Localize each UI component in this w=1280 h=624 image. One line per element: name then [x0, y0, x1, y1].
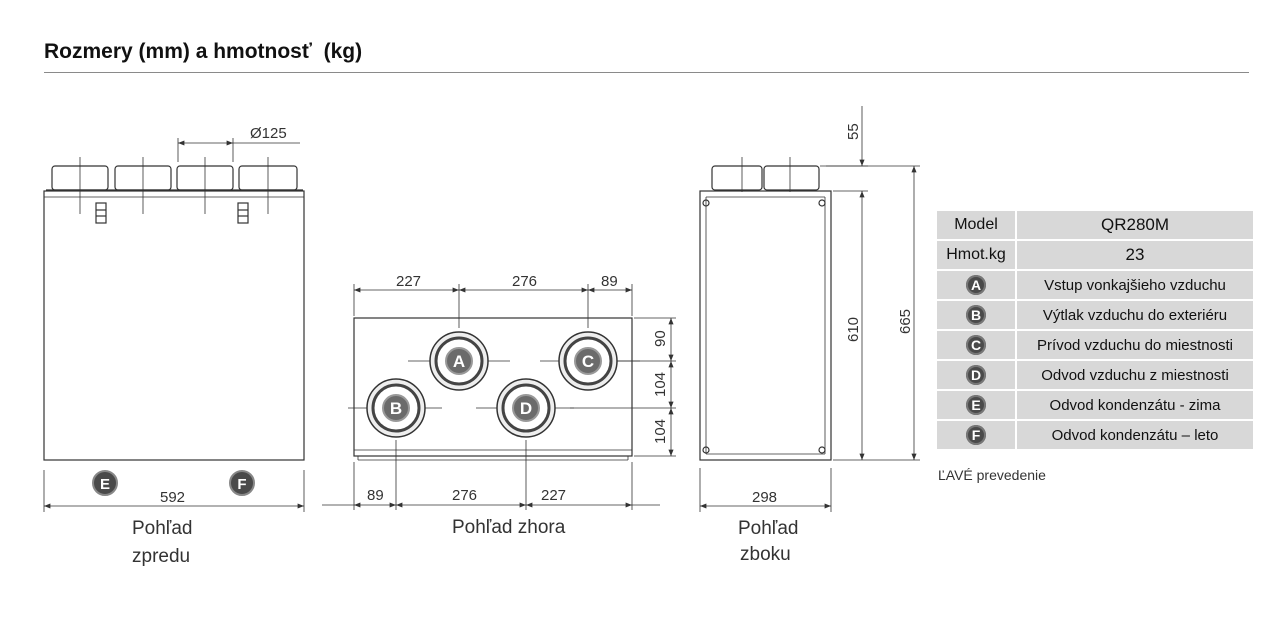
legend-text: Vstup vonkajšieho vzduchu	[1017, 271, 1253, 299]
front-caption-2: zpredu	[132, 546, 190, 567]
front-diameter-label: Ø125	[250, 125, 287, 142]
top-port-c: C	[558, 331, 618, 391]
front-view	[43, 138, 305, 512]
front-caption-1: Pohľad	[132, 518, 192, 539]
side-dim-total: 665	[897, 309, 914, 334]
top-port-d: D	[496, 378, 556, 438]
top-dim-1: 227	[396, 273, 421, 290]
legend-row-e: E Odvod kondenzátu - zima	[937, 391, 1253, 419]
legend-row-b: B Výtlak vzduchu do exteriéru	[937, 301, 1253, 329]
bottom-dim-1: 89	[367, 487, 384, 504]
front-port-f-badge: F	[229, 470, 255, 496]
svg-text:C: C	[582, 352, 594, 371]
page-title: Rozmery (mm) a hmotnosť (kg)	[44, 40, 363, 63]
top-dim-2: 276	[512, 273, 537, 290]
right-dim-3: 104	[652, 419, 669, 444]
top-port-a: A	[429, 331, 489, 391]
top-caption: Pohľad zhora	[452, 517, 566, 538]
side-view	[699, 106, 920, 512]
svg-text:D: D	[520, 399, 532, 418]
top-dim-3: 89	[601, 273, 618, 290]
bottom-dim-3: 227	[541, 487, 566, 504]
port-badge: E	[966, 395, 986, 415]
front-port-e-badge: E	[92, 470, 118, 496]
legend-row-f: F Odvod kondenzátu – leto	[937, 421, 1253, 449]
svg-text:A: A	[453, 352, 465, 371]
spec-key: Model	[937, 211, 1015, 239]
variant-note: ĽAVÉ prevedenie	[938, 467, 1046, 483]
bottom-dim-2: 276	[452, 487, 477, 504]
side-caption-2: zboku	[740, 544, 791, 565]
top-body	[353, 317, 633, 457]
port-badge: B	[966, 305, 986, 325]
legend-row-c: C Prívod vzduchu do miestnosti	[937, 331, 1253, 359]
svg-text:E: E	[100, 476, 110, 493]
side-dim-top: 55	[845, 123, 862, 140]
spec-value: 23	[1017, 241, 1253, 269]
spec-table: Model QR280M Hmot.kg 23 A Vstup vonkajši…	[935, 209, 1255, 451]
legend-row-a: A Vstup vonkajšieho vzduchu	[937, 271, 1253, 299]
spec-key: Hmot.kg	[937, 241, 1015, 269]
front-body	[43, 190, 305, 461]
svg-text:F: F	[237, 476, 246, 493]
legend-text: Výtlak vzduchu do exteriéru	[1017, 301, 1253, 329]
legend-text: Odvod kondenzátu – leto	[1017, 421, 1253, 449]
right-dim-2: 104	[652, 372, 669, 397]
side-width-label: 298	[752, 489, 777, 506]
latch-right	[237, 202, 249, 224]
port-badge: D	[966, 365, 986, 385]
right-dim-1: 90	[652, 330, 669, 347]
legend-text: Odvod kondenzátu - zima	[1017, 391, 1253, 419]
spec-value: QR280M	[1017, 211, 1253, 239]
spec-row-model: Model QR280M	[937, 211, 1253, 239]
side-dim-body: 610	[845, 317, 862, 342]
legend-text: Prívod vzduchu do miestnosti	[1017, 331, 1253, 359]
side-caption-1: Pohľad	[738, 518, 798, 539]
front-duct-collars	[46, 157, 303, 214]
port-badge: F	[966, 425, 986, 445]
front-width-label: 592	[160, 489, 185, 506]
svg-text:B: B	[390, 399, 402, 418]
title-underline	[44, 72, 1249, 73]
legend-row-d: D Odvod vzduchu z miestnosti	[937, 361, 1253, 389]
legend-text: Odvod vzduchu z miestnosti	[1017, 361, 1253, 389]
port-badge: A	[966, 275, 986, 295]
port-badge: C	[966, 335, 986, 355]
latch-left	[95, 202, 107, 224]
side-body	[699, 190, 832, 461]
top-port-b: B	[366, 378, 426, 438]
spec-row-weight: Hmot.kg 23	[937, 241, 1253, 269]
